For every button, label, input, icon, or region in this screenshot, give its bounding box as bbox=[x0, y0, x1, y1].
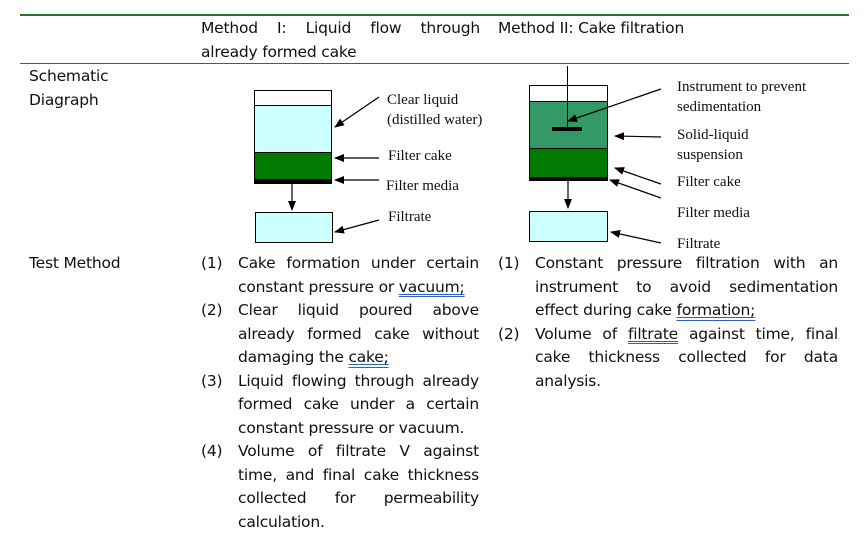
method2-schematic-diagram: Instrument to prevent sedimentation Soli… bbox=[529, 66, 807, 252]
label-distilled-water: (distilled water) bbox=[387, 112, 482, 128]
list-item: (1) Cake formation under certain constant… bbox=[201, 252, 479, 299]
label-filtrate: Filtrate bbox=[677, 236, 721, 252]
pointer-filtrate bbox=[334, 219, 380, 234]
row-label-schematic-line2: Diagraph bbox=[29, 90, 99, 109]
label-instrument: Instrument to prevent bbox=[677, 79, 807, 95]
row-label-schematic: Schematic Diagraph bbox=[29, 65, 109, 112]
step-number: (2) bbox=[498, 324, 520, 343]
pointer-filter-media bbox=[609, 179, 662, 199]
table-top-rule bbox=[20, 14, 849, 16]
pointer-instrument bbox=[567, 88, 662, 122]
filtrate-container bbox=[529, 211, 608, 242]
vessel-headspace bbox=[529, 85, 608, 102]
pointer-filtrate bbox=[610, 230, 662, 244]
header-method-2: Method II: Cake filtration bbox=[498, 19, 685, 37]
label-filter-media: Filter media bbox=[677, 205, 750, 221]
list-item: (3) Liquid flowing through already formed… bbox=[201, 370, 479, 441]
label-clear-liquid: Clear liquid bbox=[387, 92, 459, 108]
table-header-rule bbox=[20, 63, 849, 64]
step-number: (1) bbox=[201, 254, 223, 272]
row-label-schematic-line1: Schematic bbox=[29, 67, 109, 85]
step-number: (3) bbox=[201, 371, 223, 390]
label-filter-cake: Filter cake bbox=[388, 148, 452, 164]
method1-schematic-diagram: Clear liquid (distilled water) Filter ca… bbox=[254, 90, 482, 243]
list-item: (1) Constant pressure filtration with an … bbox=[498, 252, 838, 323]
label-filter-media: Filter media bbox=[386, 178, 459, 194]
step-text: Volume of bbox=[535, 324, 628, 343]
pointer-clear-liquid bbox=[334, 96, 380, 128]
suspension-layer bbox=[529, 101, 608, 149]
stirrer-paddle bbox=[552, 127, 582, 131]
clear-liquid-layer bbox=[254, 105, 332, 153]
step-number: (4) bbox=[201, 442, 223, 460]
filter-cake-layer bbox=[529, 148, 608, 179]
list-item: (4) Volume of filtrate V against time, an… bbox=[201, 440, 479, 534]
pointer-filter-cake bbox=[614, 167, 662, 185]
row-label-test-method: Test Method bbox=[29, 254, 121, 272]
header-method-1: Method I: Liquid flow through already fo… bbox=[201, 19, 480, 61]
spellcheck-flagged-word[interactable]: cake; bbox=[348, 348, 389, 366]
list-item: (2) Clear liquid poured above already for… bbox=[201, 299, 479, 370]
method1-steps-list: (1) Cake formation under certain constant… bbox=[201, 252, 479, 534]
filtrate-container bbox=[255, 212, 333, 243]
step-text: Clear liquid poured above already formed… bbox=[238, 301, 479, 366]
label-suspension: suspension bbox=[677, 147, 743, 163]
step-text: Liquid flowing through already formed ca… bbox=[238, 371, 479, 437]
step-text: against time, final cake thickness colle… bbox=[535, 324, 838, 390]
filter-cake-layer bbox=[254, 152, 332, 180]
step-text: Constant pressure filtration with an ins… bbox=[535, 254, 838, 319]
method2-steps-list: (1) Constant pressure filtration with an … bbox=[498, 252, 838, 393]
label-solid-liquid: Solid-liquid bbox=[677, 127, 749, 143]
spellcheck-flagged-word[interactable]: filtrate bbox=[627, 324, 678, 343]
step-text: Volume of filtrate V against time, and f… bbox=[238, 442, 479, 531]
step-number: (1) bbox=[498, 254, 520, 272]
label-sedimentation: sedimentation bbox=[677, 99, 762, 115]
pointer-suspension bbox=[614, 132, 662, 141]
label-filtrate: Filtrate bbox=[388, 209, 432, 225]
filter-media-layer bbox=[529, 177, 608, 181]
step-number: (2) bbox=[201, 301, 223, 319]
list-item: (2) Volume of filtrate against time, fina… bbox=[498, 323, 838, 394]
label-filter-cake: Filter cake bbox=[677, 174, 741, 190]
step-text: Cake formation under certain constant pr… bbox=[238, 254, 479, 296]
spellcheck-flagged-word[interactable]: vacuum; bbox=[398, 277, 465, 296]
vessel-headspace bbox=[254, 90, 332, 106]
filter-media-layer bbox=[254, 179, 332, 184]
spellcheck-flagged-word[interactable]: formation; bbox=[676, 301, 756, 319]
